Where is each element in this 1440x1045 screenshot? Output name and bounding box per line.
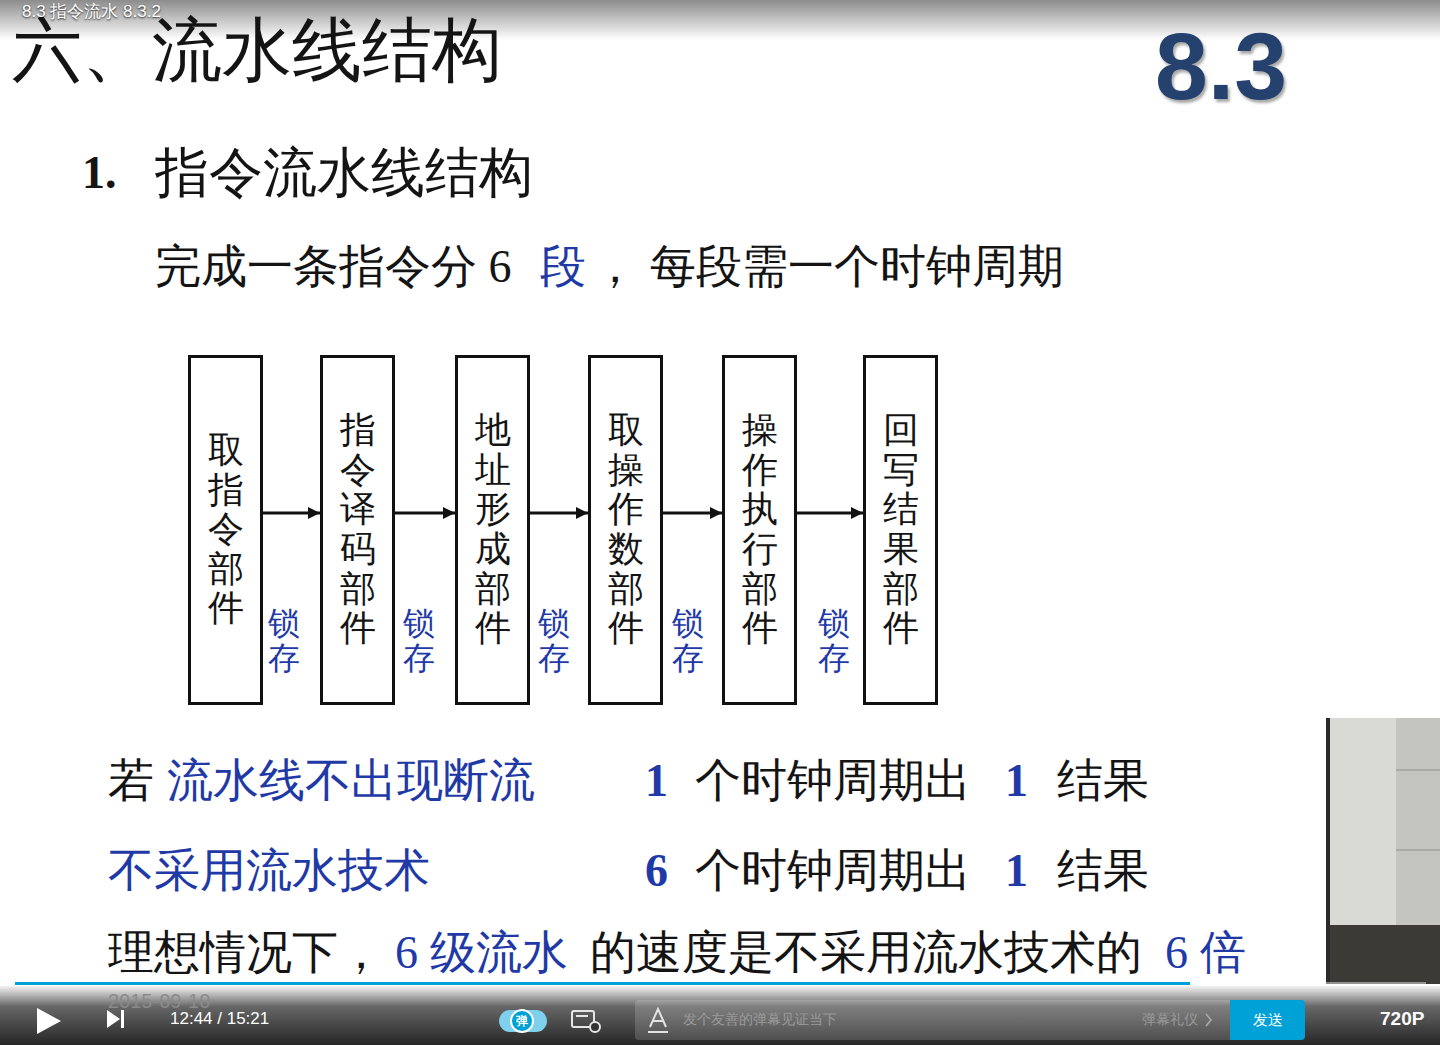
intro-text: 完成一条指令分 6	[155, 244, 512, 290]
time-display: 12:44 / 15:21	[170, 1010, 269, 1027]
condition-text: 若	[108, 758, 154, 804]
latch-label: 锁存	[268, 606, 300, 676]
settings-line	[576, 1015, 588, 1017]
progress-played	[15, 982, 1190, 985]
slide-title: 六、流水线结构	[12, 16, 502, 86]
webcam-edge	[1326, 718, 1330, 984]
webcam-wall	[1326, 718, 1440, 984]
webcam-seam	[1396, 849, 1440, 851]
webcam-seam	[1396, 769, 1440, 771]
item-heading: 指令流水线结构	[155, 146, 533, 200]
section-number: 8.3	[1155, 19, 1287, 114]
rate-text: 结果	[1057, 758, 1149, 804]
flow-arrow	[797, 512, 863, 515]
stage-name: 回写结果部件	[883, 411, 919, 649]
flow-arrow	[263, 512, 320, 515]
danmaku-settings-icon	[572, 1011, 600, 1032]
control-bar	[0, 986, 1440, 1045]
count-number: 1	[1005, 758, 1028, 804]
condition-keyword: 流水线不出现断流	[167, 758, 535, 804]
danmaku-toggle: 弹	[510, 1009, 534, 1033]
condition-keyword: 不采用流水技术	[108, 848, 430, 894]
latch-label: 锁存	[672, 606, 704, 676]
conclusion-text: 理想情况下，	[108, 930, 384, 976]
input-placeholder: 发个友善的弹幕见证当下	[683, 1011, 837, 1029]
play-icon	[37, 1008, 61, 1034]
latch-label: 锁存	[403, 606, 435, 676]
button-label: 发送	[1253, 1011, 1283, 1030]
send-button: 发送	[1230, 1000, 1305, 1040]
count-number: 1	[1005, 848, 1028, 894]
stage-name: 地址形成部件	[475, 411, 511, 649]
next-icon	[107, 1010, 120, 1028]
conclusion-text: 的速度是不采用流水技术的	[590, 930, 1142, 976]
webcam-desk	[1326, 925, 1440, 984]
stage-name: 取指令部件	[208, 431, 244, 629]
flow-arrow	[395, 512, 455, 515]
latch-label: 锁存	[818, 606, 850, 676]
stage-name: 取操作数部件	[608, 411, 644, 649]
rate-text: 个时钟周期出	[695, 848, 971, 894]
count-number: 1	[645, 758, 668, 804]
video-title: 8.3 指令流水 8.3.2	[22, 3, 161, 20]
pipeline-stage-box: 指令译码部件	[320, 355, 395, 705]
etiquette-link: 弹幕礼仪	[1142, 1011, 1198, 1029]
pipeline-stage-box: 取操作数部件	[588, 355, 663, 705]
flow-arrow	[663, 512, 722, 515]
intro-text: ， 每段需一个时钟周期	[592, 244, 1064, 290]
latch-label: 锁存	[538, 606, 570, 676]
conclusion-keyword: 6 级流水	[395, 930, 568, 976]
pipeline-stage-box: 操作执行部件	[722, 355, 797, 705]
rate-text: 结果	[1057, 848, 1149, 894]
progress-remaining	[1190, 982, 1426, 985]
flow-arrow	[530, 512, 588, 515]
pipeline-stage-box: 取指令部件	[188, 355, 263, 705]
count-number: 6	[645, 848, 668, 894]
toggle-glyph: 弹	[516, 1015, 528, 1027]
pipeline-stage-box: 地址形成部件	[455, 355, 530, 705]
next-icon	[121, 1010, 124, 1028]
quality-label: 720P	[1380, 1009, 1424, 1028]
item-number: 1.	[82, 150, 117, 196]
intro-keyword: 段	[540, 244, 586, 290]
stage-name: 操作执行部件	[742, 411, 778, 649]
rate-text: 个时钟周期出	[695, 758, 971, 804]
settings-gear	[590, 1022, 600, 1032]
danmaku-toggle-track	[499, 1010, 547, 1032]
danmaku-input: 发个友善的弹幕见证当下 弹幕礼仪	[635, 1000, 1230, 1040]
recording-date: 2015-09-10	[108, 991, 210, 1011]
pipeline-stage-box: 回写结果部件	[863, 355, 938, 705]
stage-name: 指令译码部件	[340, 411, 376, 649]
webcam-thumbnail	[1326, 718, 1440, 984]
conclusion-keyword: 6 倍	[1165, 930, 1246, 976]
